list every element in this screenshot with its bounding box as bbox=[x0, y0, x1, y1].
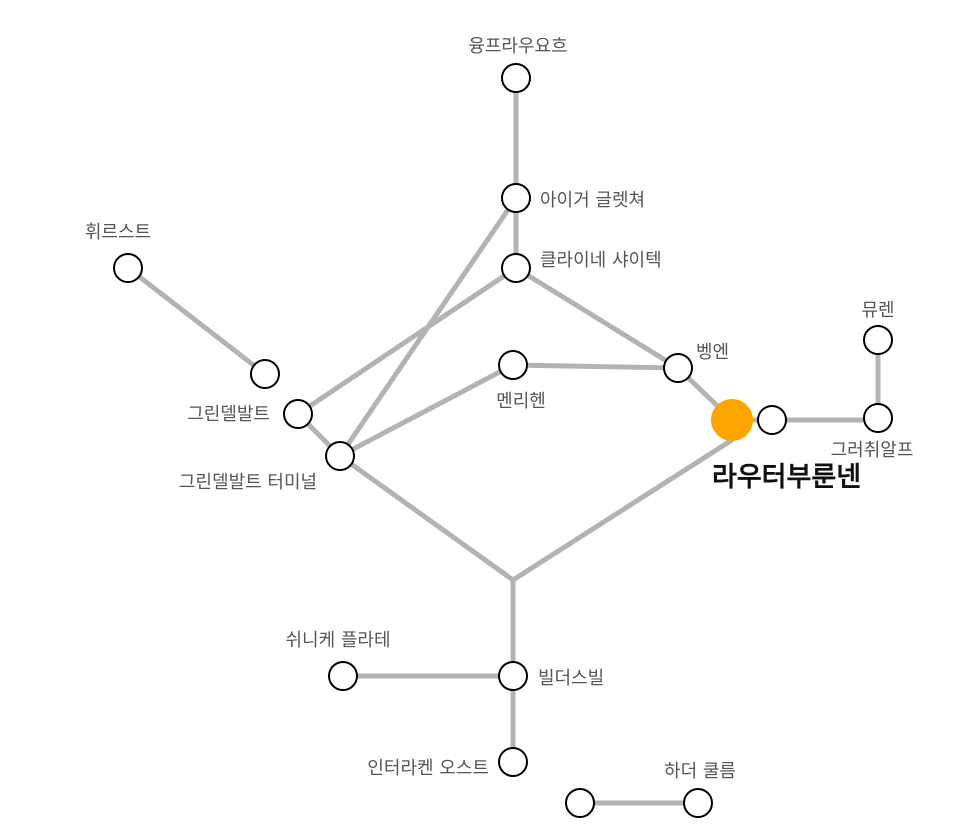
station-grutschalp[interactable] bbox=[863, 403, 893, 433]
label-schynige: 쉬니케 플라테 bbox=[285, 630, 390, 651]
station-eiger[interactable] bbox=[501, 183, 531, 213]
station-wengen[interactable] bbox=[663, 353, 693, 383]
label-interlaken: 인터라켄 오스트 bbox=[367, 758, 489, 779]
label-first: 휘르스트 bbox=[85, 222, 151, 243]
line-kleine-wengen bbox=[513, 265, 681, 371]
label-wengen: 벵엔 bbox=[696, 342, 729, 363]
label-yungfrau: 융프라우요흐 bbox=[468, 36, 567, 57]
route-lines bbox=[125, 75, 881, 806]
label-lauterbrunnen: 라우터부룬넨 bbox=[712, 462, 861, 493]
label-wilderswil: 빌더스빌 bbox=[538, 668, 604, 689]
station-wilderswil[interactable] bbox=[498, 661, 528, 691]
line-terminal-junction bbox=[337, 453, 516, 583]
station-lauterbrunnen[interactable] bbox=[711, 399, 753, 441]
line-terminal-mannlichen bbox=[337, 362, 516, 459]
station-schynige[interactable] bbox=[328, 661, 358, 691]
station-nodes bbox=[113, 63, 893, 818]
line-eiger-grindelwald-terminal bbox=[337, 195, 519, 459]
station-mannlichen[interactable] bbox=[498, 350, 528, 380]
station-first-junction[interactable] bbox=[250, 359, 280, 389]
station-harder-left[interactable] bbox=[565, 788, 595, 818]
station-first[interactable] bbox=[113, 253, 143, 283]
line-first-grindelwald bbox=[125, 265, 268, 377]
label-grindelwald-terminal: 그린델발트 터미널 bbox=[179, 472, 317, 493]
label-kleine: 클라이네 샤이텍 bbox=[540, 250, 662, 271]
label-harder: 하더 쿨름 bbox=[664, 761, 736, 782]
line-lauterbrunnen-junction bbox=[510, 437, 735, 583]
station-harder[interactable] bbox=[683, 788, 713, 818]
station-interlaken[interactable] bbox=[498, 747, 528, 777]
station-labels: 융프라우요흐 아이거 글렛쳐 클라이네 샤이텍 휘르스트 그린델발트 그린델발트… bbox=[85, 36, 914, 782]
station-grindelwald[interactable] bbox=[283, 399, 313, 429]
station-kleine[interactable] bbox=[501, 253, 531, 283]
label-grutschalp: 그러취알프 bbox=[831, 440, 914, 461]
label-grindelwald: 그린델발트 bbox=[187, 404, 270, 425]
station-murren[interactable] bbox=[863, 325, 893, 355]
line-kleine-grindelwald bbox=[295, 265, 519, 417]
line-mannlichen-wengen bbox=[510, 362, 681, 371]
station-grindelwald-terminal[interactable] bbox=[325, 441, 355, 471]
station-lauterbrunnen-grutschalp-link[interactable] bbox=[757, 405, 787, 435]
label-mannlichen: 멘리헨 bbox=[496, 391, 546, 412]
station-yungfrau[interactable] bbox=[501, 63, 531, 93]
label-eiger: 아이거 글렛쳐 bbox=[540, 190, 645, 211]
label-murren: 뮤렌 bbox=[861, 300, 894, 321]
